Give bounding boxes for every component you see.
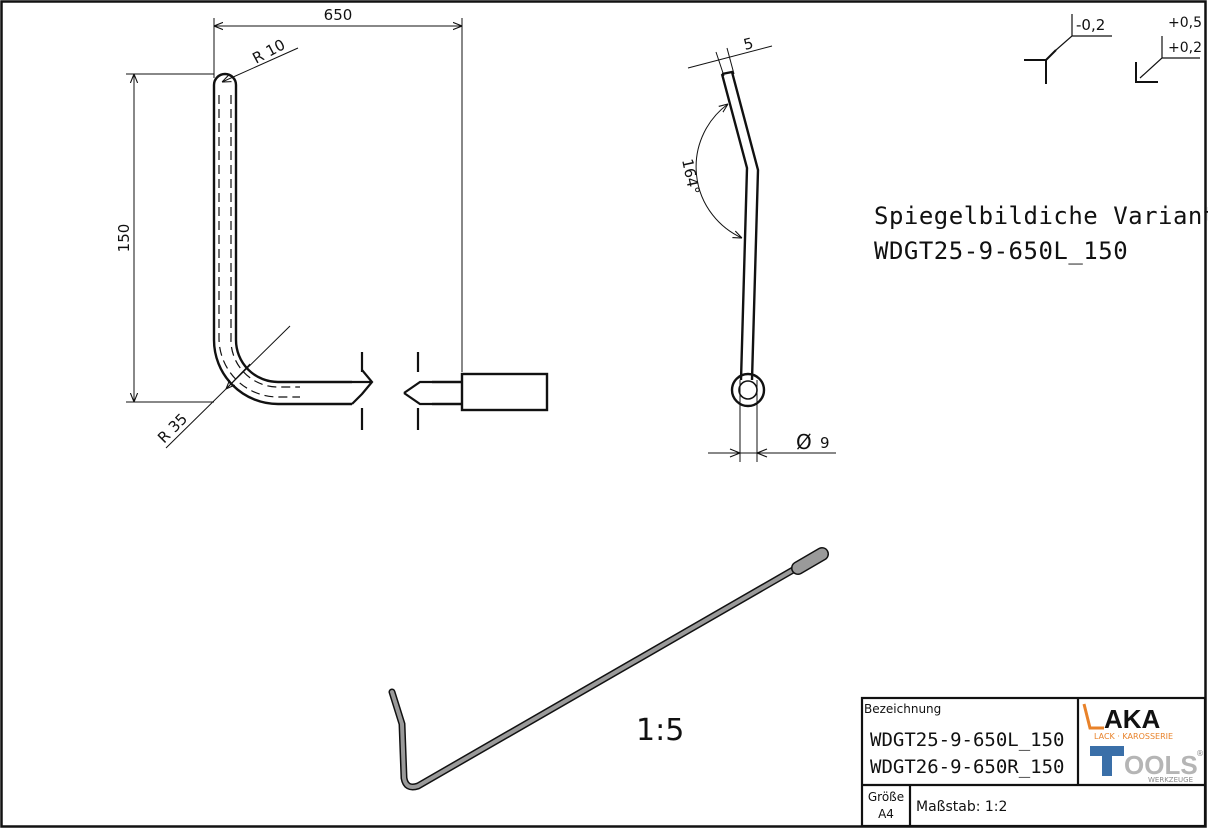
tb-designation-2: WDGT26-9-650R_150 xyxy=(870,756,1064,778)
ext-thickness-a xyxy=(715,51,725,77)
side-rod-outline xyxy=(720,70,760,381)
break-mark-left xyxy=(351,369,374,405)
iso-rod-shaft-highlight xyxy=(390,564,802,789)
side-view xyxy=(687,45,836,462)
angle-arc xyxy=(695,104,742,238)
tolerance-t2-lower: +0,2 xyxy=(1168,40,1202,56)
dim-radius-top-text: R 10 xyxy=(249,36,288,68)
variant-note-line1: Spiegelbildiche Variante: xyxy=(874,202,1208,230)
title-block-frame xyxy=(860,696,1207,828)
tolerance-t1: -0,2 xyxy=(1076,16,1105,34)
variant-note-line2: WDGT25-9-650L_150 xyxy=(874,237,1128,265)
ext-thickness-b xyxy=(726,47,735,75)
logo-tools-sub: WERKZEUGE xyxy=(1148,776,1193,784)
logo-swoosh-icon xyxy=(1082,703,1104,730)
company-logo: AKA LACK · KAROSSERIE OOLS ® WERKZEUGE xyxy=(1082,703,1204,784)
side-rod-section-outer xyxy=(730,372,766,408)
tolerance-corner-2 xyxy=(1135,62,1158,83)
leader-r10 xyxy=(222,47,299,82)
dim-line-thickness xyxy=(687,45,773,69)
tb-designation-label: Bezeichnung xyxy=(864,702,941,716)
iso-scale-text: 1:5 xyxy=(636,713,684,748)
iso-handle-fill xyxy=(792,548,828,574)
side-rod-section-inner xyxy=(738,380,758,400)
dim-angle-text: 164° xyxy=(678,157,703,196)
logo-aka-sub: LACK · KAROSSERIE xyxy=(1094,732,1173,741)
dim-length-text: 650 xyxy=(324,6,353,24)
logo-aka: AKA xyxy=(1104,704,1161,734)
rod-continuation xyxy=(432,380,462,406)
tb-size-value: A4 xyxy=(878,807,894,821)
dim-dia-value: 9 xyxy=(820,434,830,452)
logo-tools: OOLS xyxy=(1124,750,1198,780)
tolerance-bracket-1 xyxy=(1055,14,1112,51)
title-block xyxy=(860,696,1207,828)
dia-arrows xyxy=(729,448,768,458)
leader-r35-arrow xyxy=(226,363,251,389)
dim-dia-symbol: Ø xyxy=(796,430,812,454)
logo-reg: ® xyxy=(1196,749,1204,758)
tb-size-label: Größe xyxy=(868,790,904,804)
tolerance-corner-1 xyxy=(1024,49,1057,84)
tb-scale-label: Maßstab: 1:2 xyxy=(916,799,1007,815)
tolerance-bracket-2 xyxy=(1139,36,1200,79)
logo-t-icon xyxy=(1090,746,1124,776)
front-view xyxy=(126,18,549,449)
tb-designation-1: WDGT25-9-650L_150 xyxy=(870,729,1064,751)
isometric-view xyxy=(388,547,829,791)
rod-outline xyxy=(212,72,352,406)
tolerance-t2-upper: +0,5 xyxy=(1168,15,1202,31)
dim-thickness-text: 5 xyxy=(742,34,756,54)
rod-hidden-lines xyxy=(218,95,300,398)
dim-height-text: 150 xyxy=(115,224,133,253)
break-lines xyxy=(360,352,420,430)
handle-sleeve xyxy=(460,372,549,412)
tolerance-symbols xyxy=(1024,14,1200,84)
break-mark-right xyxy=(403,380,432,406)
